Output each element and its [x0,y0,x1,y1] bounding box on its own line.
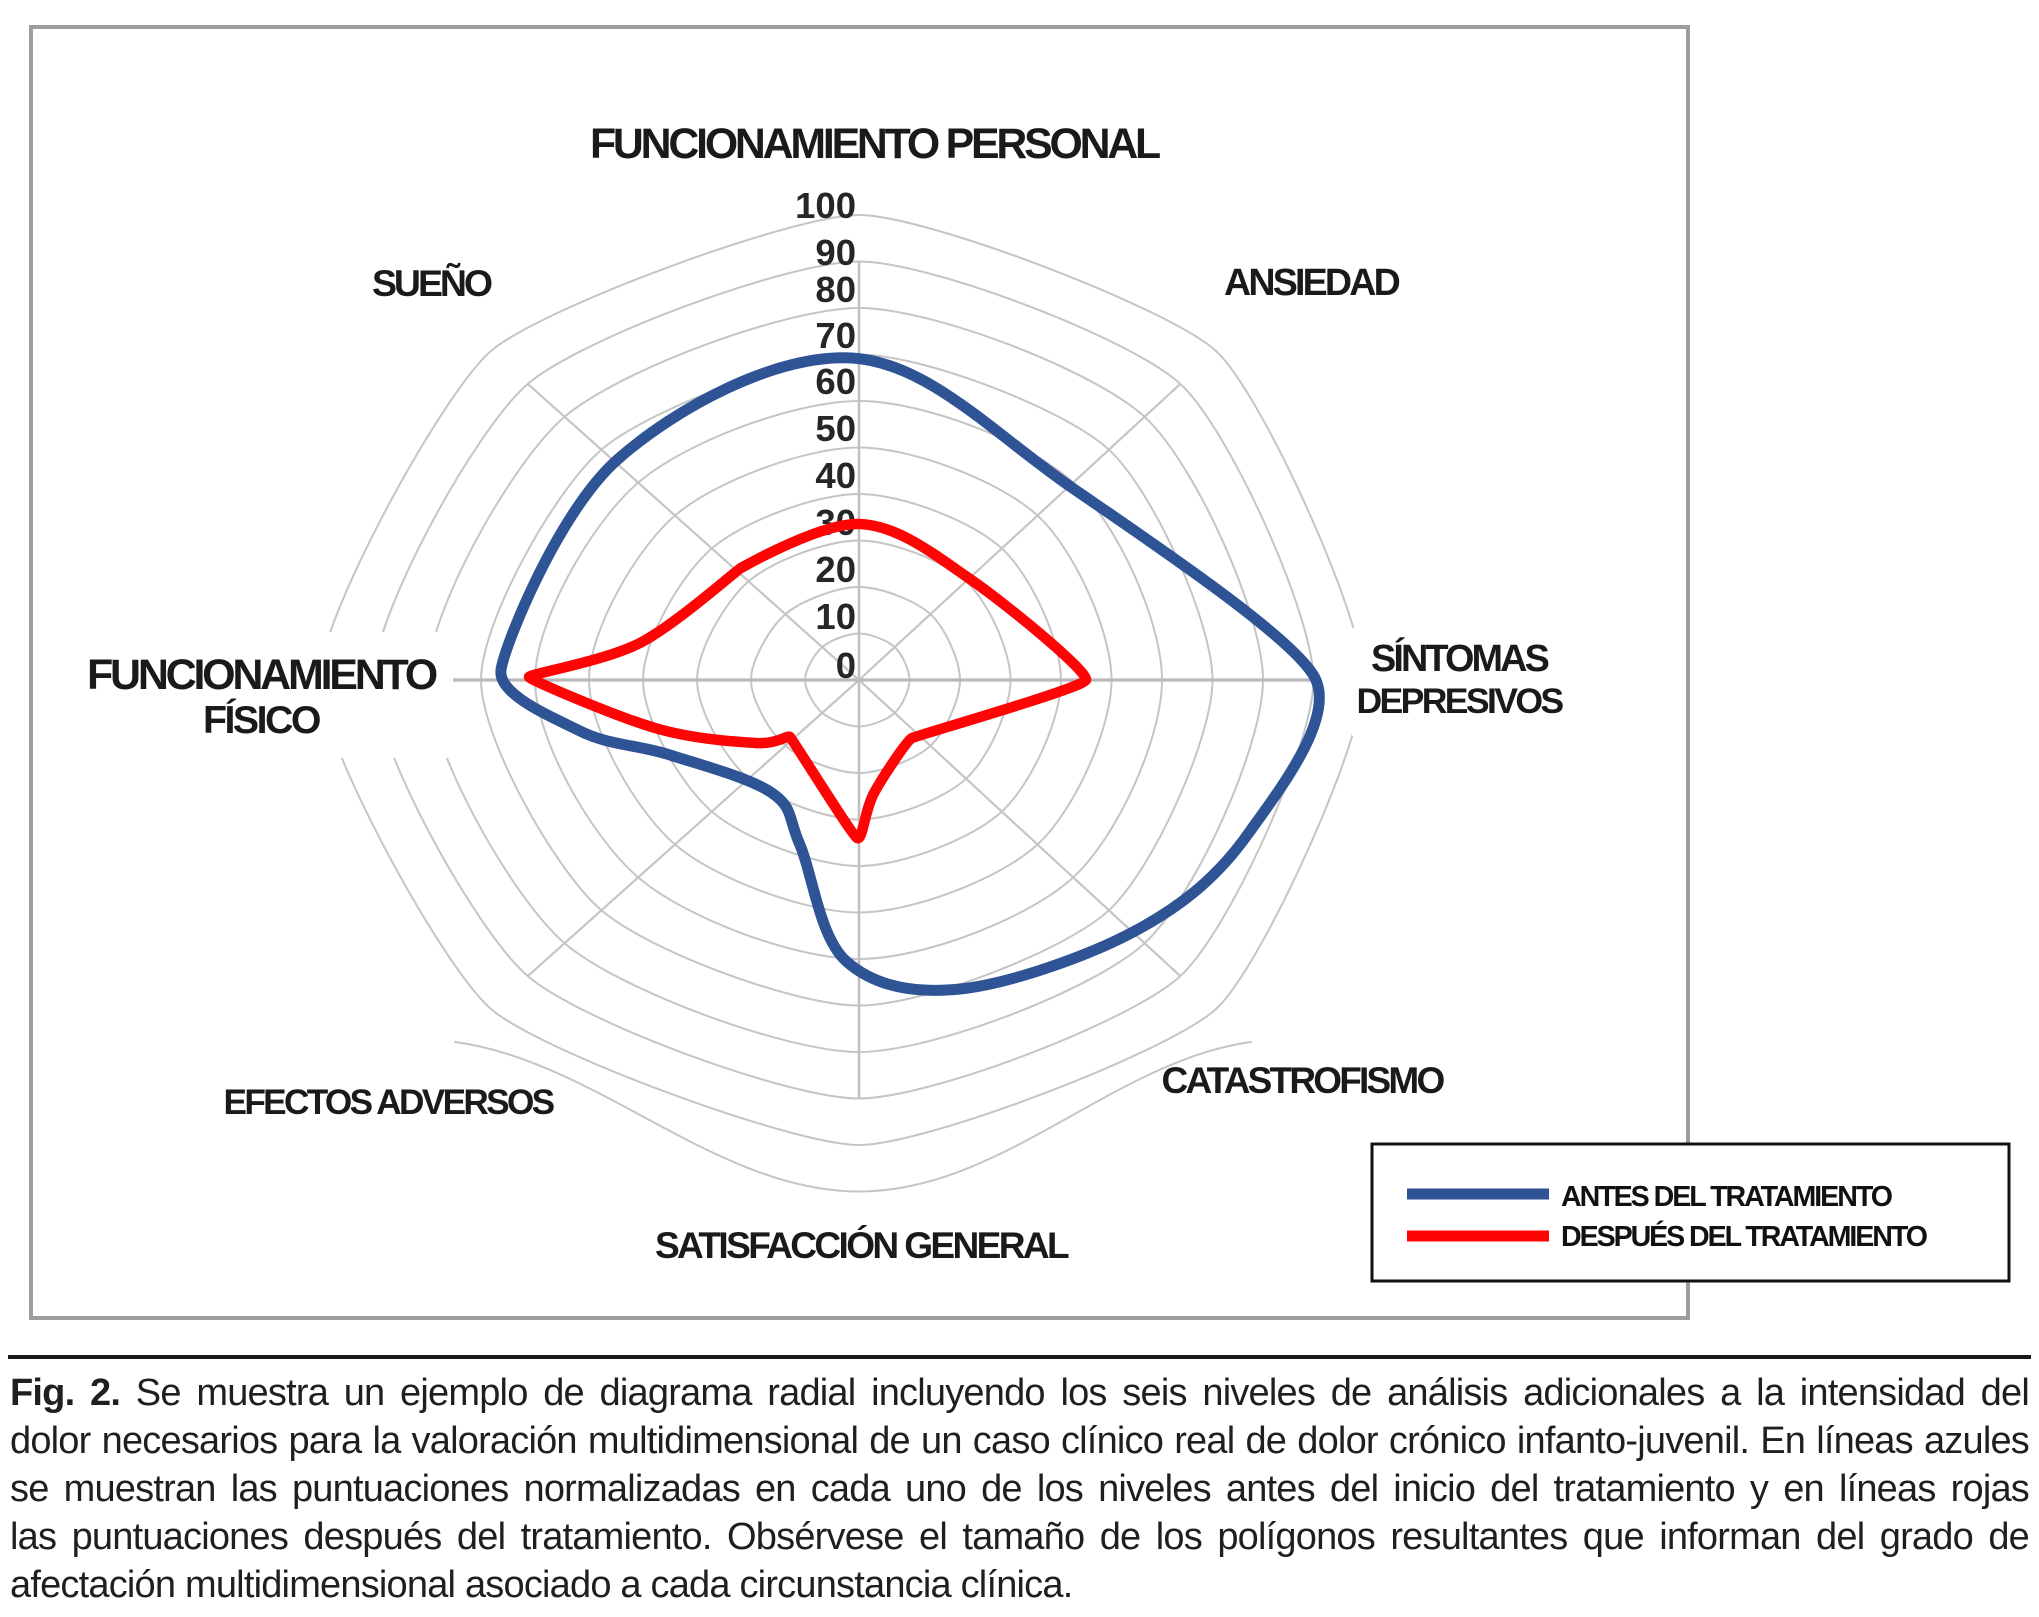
svg-text:40: 40 [815,455,856,496]
svg-text:60: 60 [815,361,856,402]
svg-text:20: 20 [815,549,856,590]
svg-text:FUNCIONAMIENTO: FUNCIONAMIENTO [87,651,437,699]
svg-text:DESPUÉS DEL TRATAMIENTO: DESPUÉS DEL TRATAMIENTO [1561,1219,1928,1253]
svg-text:ANSIEDAD: ANSIEDAD [1224,261,1400,303]
svg-text:70: 70 [815,315,856,356]
svg-text:SÍNTOMAS: SÍNTOMAS [1371,638,1549,680]
svg-text:10: 10 [815,596,856,637]
svg-text:FUNCIONAMIENTO PERSONAL: FUNCIONAMIENTO PERSONAL [590,120,1160,168]
svg-text:0: 0 [836,645,856,686]
svg-text:100: 100 [795,185,856,226]
svg-text:CATASTROFISMO: CATASTROFISMO [1162,1060,1445,1101]
svg-text:ANTES DEL TRATAMIENTO: ANTES DEL TRATAMIENTO [1561,1181,1893,1213]
svg-text:SATISFACCIÓN GENERAL: SATISFACCIÓN GENERAL [655,1224,1069,1266]
svg-text:EFECTOS ADVERSOS: EFECTOS ADVERSOS [224,1083,555,1122]
svg-text:SUEÑO: SUEÑO [372,262,492,304]
svg-text:80: 80 [815,269,856,310]
svg-text:FÍSICO: FÍSICO [203,698,320,742]
svg-text:50: 50 [815,408,856,449]
svg-text:90: 90 [815,232,856,273]
svg-text:DEPRESIVOS: DEPRESIVOS [1356,681,1563,721]
